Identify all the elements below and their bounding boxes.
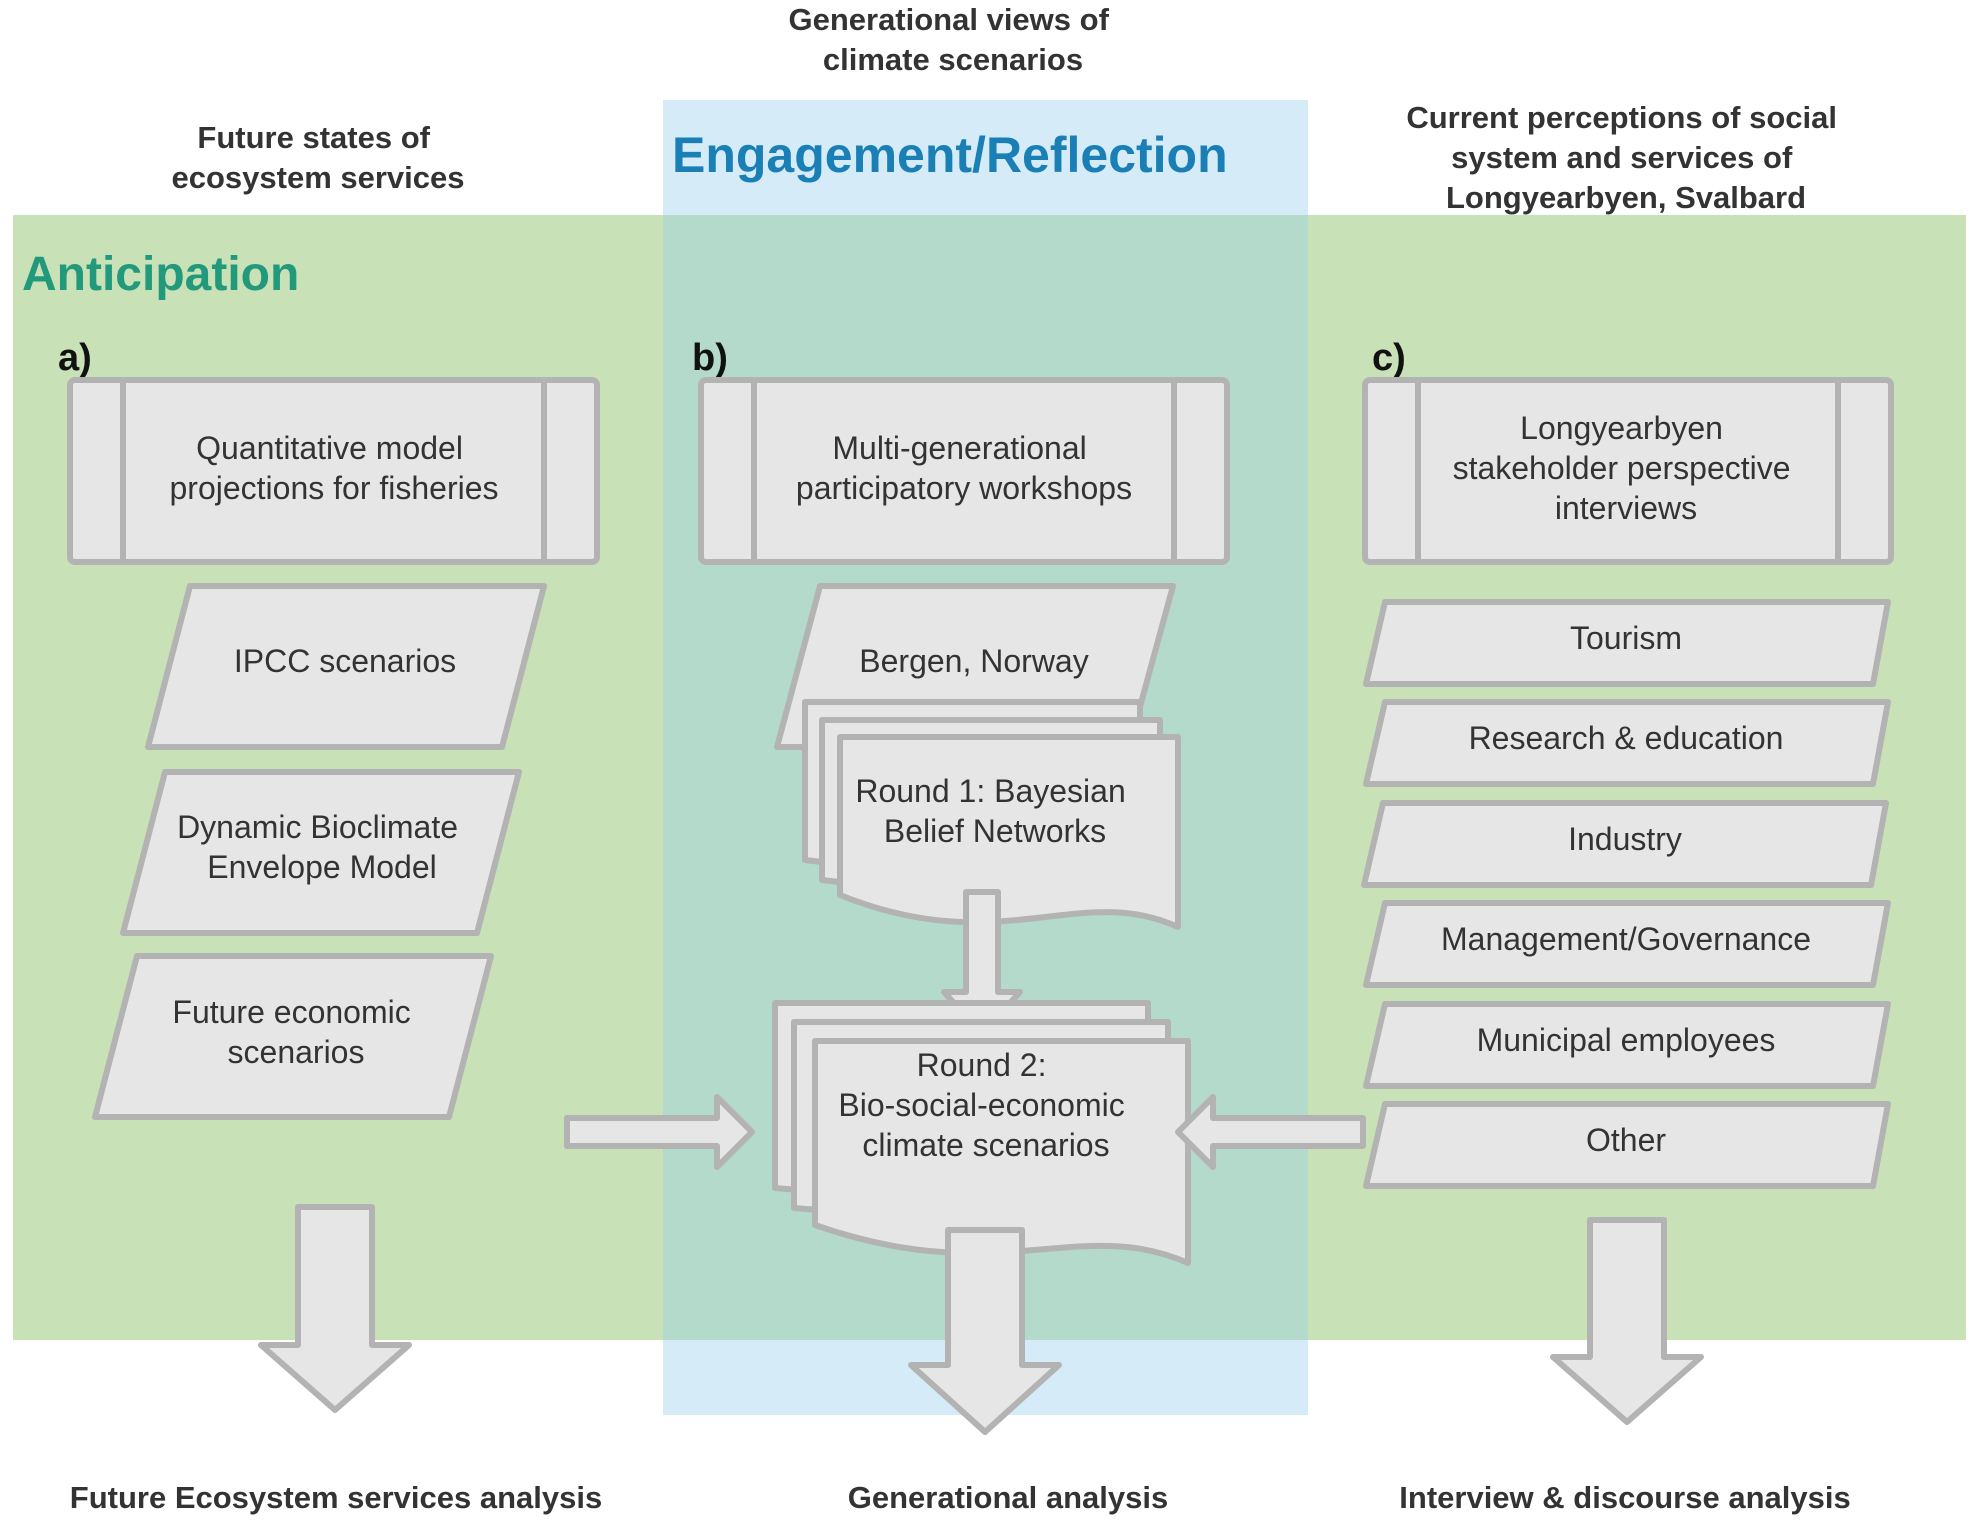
- svg-text:Tourism: Tourism: [1570, 620, 1682, 656]
- stakeholder-other: Other: [1363, 1101, 1891, 1189]
- svg-text:Other: Other: [1586, 1122, 1666, 1158]
- arrow-down-right: [1550, 1217, 1704, 1425]
- svg-text:Bergen, Norway: Bergen, Norway: [859, 643, 1088, 679]
- process-box-c: Longyearbyen stakeholder perspective int…: [1362, 377, 1894, 565]
- input-future-economic: Future economic scenarios: [92, 953, 494, 1120]
- stakeholder-industry: Industry: [1361, 800, 1889, 888]
- arrow-down-center: [908, 1227, 1062, 1435]
- heading-right: Current perceptions of social system and…: [1406, 100, 1845, 215]
- process-box-a: Quantitative model projections for fishe…: [67, 377, 600, 565]
- input-dynamic-bioclimate: Dynamic Bioclimate Envelope Model: [120, 769, 522, 936]
- arrow-down-left: [258, 1204, 412, 1413]
- round1-documents: Round 1: Bayesian Belief Networks: [802, 699, 1181, 930]
- round2-documents: Round 2: Bio-social-economic climate sce…: [772, 1000, 1191, 1266]
- arrow-right-into-round2: [1175, 1094, 1366, 1170]
- output-left: Future Ecosystem services analysis: [70, 1480, 602, 1515]
- svg-text:Future economic scenario: Future economic scenarios: [172, 994, 419, 1070]
- arrow-left-into-round2: [564, 1094, 755, 1170]
- column-a-letter: a): [58, 337, 92, 379]
- output-right: Interview & discourse analysis: [1399, 1480, 1850, 1515]
- process-box-b: Multi-generational participatory worksho…: [698, 377, 1230, 565]
- stakeholder-municipal-employees: Municipal employees: [1363, 1001, 1891, 1089]
- svg-text:Multi-generational parti: Multi-generational participatory worksho…: [796, 430, 1132, 506]
- stakeholder-research-education: Research & education: [1363, 699, 1891, 787]
- engagement-label: Engagement/Reflection: [672, 127, 1228, 183]
- svg-text:IPCC scenarios: IPCC scenarios: [234, 643, 456, 679]
- column-c-letter: c): [1372, 337, 1406, 379]
- output-center: Generational analysis: [848, 1480, 1168, 1515]
- svg-text:Quantitative model proje: Quantitative model projections for fishe…: [169, 430, 498, 506]
- svg-text:Industry: Industry: [1568, 821, 1682, 857]
- stakeholder-management-governance: Management/Governance: [1363, 900, 1891, 988]
- heading-center: Generational views of climate scenarios: [788, 2, 1117, 77]
- svg-text:Municipal employees: Municipal employees: [1477, 1022, 1776, 1058]
- svg-text:Longyearbyen stakeholder: Longyearbyen stakeholder perspective int…: [1453, 410, 1800, 526]
- stakeholder-tourism: Tourism: [1363, 599, 1891, 687]
- input-ipcc-scenarios: IPCC scenarios: [145, 583, 547, 750]
- svg-text:Round 2: Bio-social-econ: Round 2: Bio-social-economic climate sce…: [838, 1047, 1133, 1163]
- svg-text:Management/Governance: Management/Governance: [1441, 921, 1811, 957]
- heading-left: Future states of ecosystem services: [171, 120, 464, 195]
- svg-text:Dynamic Bioclimate Envel: Dynamic Bioclimate Envelope Model: [177, 809, 467, 885]
- anticipation-label: Anticipation: [22, 248, 299, 301]
- column-b-letter: b): [692, 337, 728, 379]
- svg-text:Research & education: Research & education: [1469, 720, 1784, 756]
- svg-text:Round 1: Bayesian Belief: Round 1: Bayesian Belief Networks: [855, 773, 1134, 849]
